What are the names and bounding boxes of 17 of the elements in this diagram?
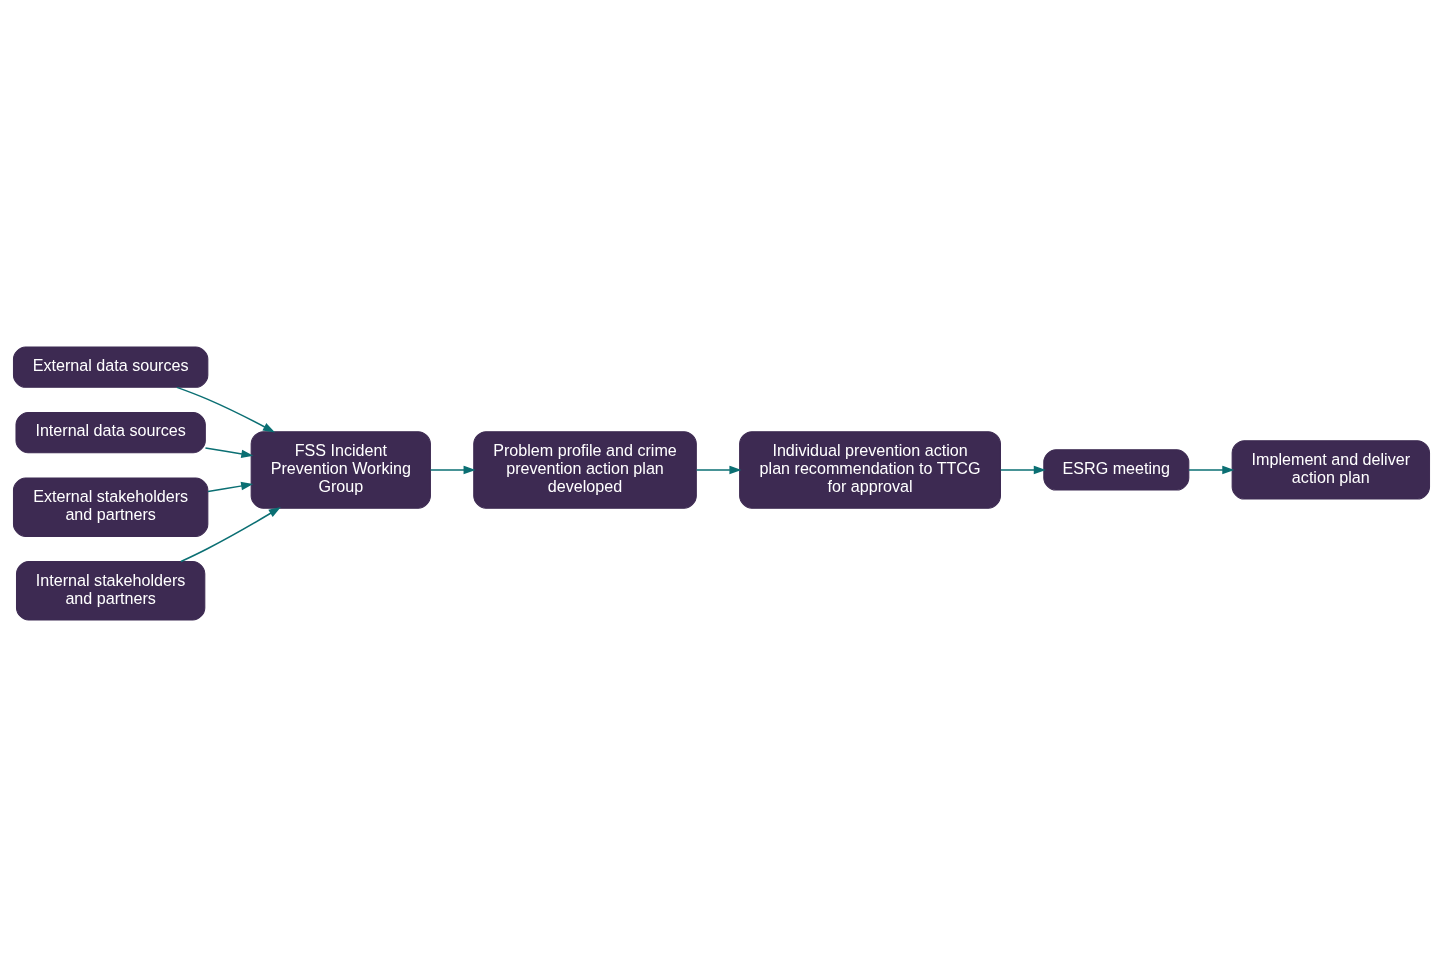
arrow [204,447,254,458]
node-box: FSS Incident Prevention Working Group [250,431,431,509]
arrow [999,465,1046,475]
node-box: Implement and deliver action plan [1231,440,1431,500]
node-box: Problem profile and crime prevention action plan developed [473,431,697,509]
node-box: Internal data sources [15,412,206,454]
arrow [695,465,742,475]
node-box: Internal stakeholders and partners [15,561,206,621]
arrow [207,481,254,493]
arrow [176,386,276,433]
arrow [180,507,281,563]
arrow [1188,465,1235,475]
node-box: Individual prevention action plan recommendation to TTCG for approval [739,431,1001,509]
node-box: External data sources [12,346,209,388]
arrow [429,465,476,475]
node-box: ESRG meeting [1043,449,1190,491]
node-box: External stakeholders and partners [12,477,209,537]
